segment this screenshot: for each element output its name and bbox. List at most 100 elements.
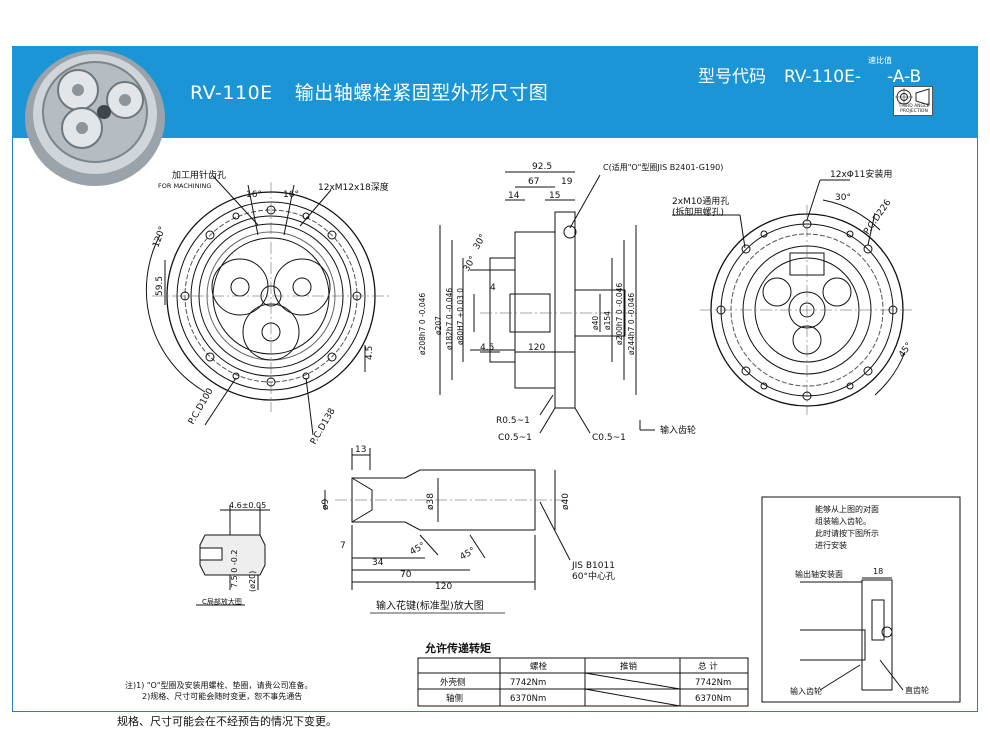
install-box: 能够从上图的对面 组装输入齿轮。 此时请按下图所示 进行安装 输出轴安装面 18… — [761, 496, 961, 703]
c-note-2: C0.5~1 — [592, 433, 626, 443]
dim-120-side: 120 — [528, 343, 545, 353]
angle-45b: 45° — [459, 546, 478, 563]
shaft-view — [324, 448, 571, 590]
projection-text: THIRD ANGLE PROJECTION — [898, 104, 930, 114]
dim-70: 70 — [400, 570, 412, 580]
r-note: R0.5~1 — [496, 416, 530, 426]
angle-30: 30° — [835, 193, 851, 203]
torque-table: 允许传递转矩 螺栓 推销 总 计 外壳侧 7742Nm 7742Nm 轴侧 63… — [417, 641, 749, 707]
back-view — [672, 179, 915, 415]
install-text-2: 组装输入齿轮。 — [815, 516, 871, 526]
dim-4-5-side: 4.5 — [480, 343, 494, 353]
key-view-labels: 4.6±0.05 7.5 0 -0.2 (ø20) C局部放大图 — [202, 501, 266, 606]
angle-45a: 45° — [409, 541, 428, 558]
header-bolt: 螺栓 — [530, 661, 548, 672]
side-view — [439, 171, 655, 434]
pcd-100: P.C.D100 — [187, 387, 216, 427]
shaft-caption: 输入花键(标准型)放大图 — [376, 599, 484, 612]
dim-19: 19 — [561, 177, 573, 187]
jis-2: 60°中心孔 — [572, 570, 615, 582]
row-housing-bolt: 7742Nm — [510, 678, 546, 688]
model-suffix: -A-B — [886, 67, 922, 87]
dim-13: 13 — [355, 445, 366, 455]
row-shaft-bolt: 6370Nm — [510, 694, 546, 704]
dim-92-5: 92.5 — [532, 162, 552, 172]
drawing-sheet — [12, 46, 978, 712]
footer-note: 规格、尺寸可能会在不经预告的情况下变更。 — [117, 715, 337, 728]
key-view — [196, 505, 270, 606]
front-view-labels: 加工用针齿孔 FOR MACHINING 16° 16° 12xM12x18深度… — [151, 169, 388, 447]
angle-left: 16° — [246, 190, 262, 200]
note-2: 2)规格、尺寸可能会随时变更，恕不事先通告 — [142, 691, 302, 701]
side-view-labels: 92.5 67 19 14 15 4 30° 30° 4.5 120 C(适用"… — [418, 162, 723, 443]
mount-holes: 12xΦ11安装用 — [830, 168, 892, 180]
dim-18: 18 — [873, 567, 883, 576]
dim-7-5: 7.5 0 -0.2 — [230, 549, 239, 588]
c-note-1: C0.5~1 — [498, 433, 532, 443]
projection-icon — [895, 88, 930, 106]
dim-40-shaft: ø40 — [561, 493, 571, 510]
dim-15: 15 — [549, 191, 560, 201]
jis-1: JIS B1011 — [571, 561, 615, 571]
install-text-4: 进行安装 — [815, 540, 847, 550]
machining-hole-label: 加工用针齿孔 — [172, 169, 226, 181]
row-shaft-label: 轴侧 — [446, 693, 463, 704]
note-1: 注)1) "O"型圈及安装用螺栓、垫圈，请贵公司准备。 — [125, 680, 313, 690]
chamfer-30: 30° — [462, 255, 479, 274]
phi-182: ø182h7 0 -0.046 — [445, 288, 454, 350]
header-banner — [12, 46, 978, 138]
dim-4-5: 4.5 — [365, 346, 375, 360]
machining-hole-en: FOR MACHINING — [158, 182, 211, 190]
angle-120: 120° — [151, 225, 168, 249]
spur-gear-label: 直齿轮 — [905, 685, 929, 695]
dim-38: ø38 — [426, 493, 436, 510]
product-photo — [25, 50, 165, 186]
pcd-138: P.C.D138 — [309, 407, 338, 447]
angle-right: 16° — [283, 190, 299, 200]
title-model: RV-110E — [190, 82, 273, 104]
back-view-labels: 12xΦ11安装用 2xM10通用孔 (拆卸用螺孔) 30° 45° P.C.D… — [672, 168, 915, 360]
phi-244: ø244h7 0 -0.046 — [627, 293, 636, 355]
dim-9: ø9 — [321, 498, 331, 510]
phi-80: ø80H7 +0.03 0 — [456, 288, 465, 345]
row-shaft-total: 6370Nm — [695, 694, 731, 704]
bolt-spec: 12xM12x18深度 — [318, 181, 389, 193]
third-angle-projection-symbol: THIRD ANGLE PROJECTION — [893, 86, 933, 116]
header-pin: 推销 — [620, 661, 638, 672]
install-text-1: 能够从上图的对面 — [815, 504, 879, 514]
row-housing-total: 7742Nm — [695, 678, 731, 688]
phi-40-side: ø40 — [591, 316, 600, 330]
dim-7: 7 — [340, 541, 346, 551]
input-gear-install: 输入齿轮 — [790, 686, 822, 696]
torque-title: 允许传递转矩 — [424, 641, 491, 655]
dim-14: 14 — [508, 191, 520, 201]
model-code-value: RV-110E- — [784, 67, 861, 87]
install-text-3: 此时请按下图所示 — [815, 528, 879, 538]
dim-67: 67 — [528, 177, 539, 187]
model-code-label: 型号代码 — [698, 67, 766, 87]
oring-note: C(适用"O"型圈JIS B2401-G190) — [603, 162, 723, 172]
notes: 注)1) "O"型圈及安装用螺栓、垫圈，请贵公司准备。 2)规格、尺寸可能会随时… — [125, 680, 313, 701]
angle-45: 45° — [897, 341, 914, 360]
dim-59-5: 59.5 — [155, 276, 165, 296]
phi-200: ø200h7 0 -0.046 — [615, 283, 624, 345]
phi-154: ø154 — [603, 311, 612, 330]
phi-208: ø208h7 0 -0.046 — [418, 293, 427, 355]
ratio-hint: 速比值 — [868, 56, 892, 65]
header-total: 总 计 — [698, 661, 718, 672]
tap-holes-1: 2xM10通用孔 — [672, 196, 729, 207]
pcd-226: P.C.D226 — [862, 198, 893, 237]
key-caption: C局部放大图 — [202, 597, 242, 606]
dim-34: 34 — [372, 558, 384, 568]
model-code: 型号代码 RV-110E- -A-B — [698, 62, 921, 87]
tap-holes-2: (拆卸用螺孔) — [672, 206, 724, 218]
row-housing-label: 外壳侧 — [440, 677, 466, 688]
phi-20: (ø20) — [248, 571, 257, 592]
dim-4-6: 4.6±0.05 — [229, 501, 266, 510]
flange-label: 输出轴安装面 — [795, 569, 843, 579]
dim-4: 4 — [490, 283, 496, 293]
phi-207: ø207 — [434, 316, 443, 335]
input-gear-label: 输入齿轮 — [660, 424, 696, 436]
dim-120-shaft: 120 — [435, 582, 452, 592]
